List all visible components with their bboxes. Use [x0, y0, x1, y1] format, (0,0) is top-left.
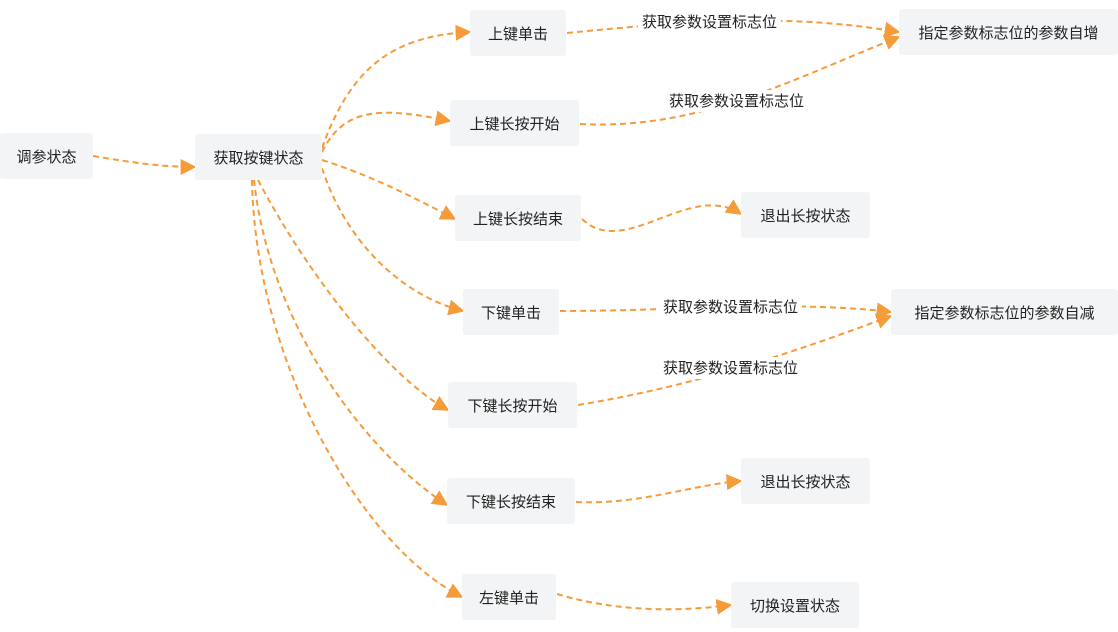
- node-get-key-state[interactable]: 获取按键状态: [195, 134, 322, 180]
- edge-label-down-long: 获取参数设置标志位: [659, 357, 803, 379]
- node-left-key-click[interactable]: 左键单击: [462, 574, 556, 620]
- node-up-key-long-start[interactable]: 上键长按开始: [450, 100, 579, 146]
- node-exit-long-press-2[interactable]: 退出长按状态: [741, 458, 870, 504]
- node-tiaocan-state[interactable]: 调参状态: [0, 133, 93, 179]
- node-exit-long-press-1[interactable]: 退出长按状态: [741, 192, 870, 238]
- edge-left-click-to-switch: [556, 593, 733, 615]
- node-param-decrement[interactable]: 指定参数标志位的参数自减: [891, 289, 1118, 335]
- edge-label-up-long: 获取参数设置标志位: [665, 90, 809, 112]
- edge-huoqu-to-up-long-end: [321, 159, 457, 220]
- node-down-key-long-start[interactable]: 下键长按开始: [448, 382, 577, 428]
- node-param-increment[interactable]: 指定参数标志位的参数自增: [899, 9, 1118, 55]
- edge-up-long-end-to-exit-1: [581, 199, 743, 232]
- node-switch-setting-state[interactable]: 切换设置状态: [731, 582, 859, 628]
- node-up-key-click[interactable]: 上键单击: [470, 10, 566, 56]
- edge-huoqu-to-left-click: [251, 179, 464, 598]
- edge-label-up-click: 获取参数设置标志位: [638, 11, 782, 33]
- edge-huoqu-to-down-click: [321, 167, 465, 316]
- edge-tiaocan-to-huoqu: [92, 155, 197, 175]
- edge-up-long-start-to-param-inc: [579, 34, 901, 126]
- edge-huoqu-to-up-long-start: [321, 110, 452, 153]
- edge-huoqu-to-down-long-end: [253, 179, 449, 506]
- edge-huoqu-to-up-click: [321, 24, 472, 149]
- edge-label-down-click: 获取参数设置标志位: [659, 296, 803, 318]
- edge-down-long-end-to-exit-2: [575, 474, 743, 504]
- edge-huoqu-to-down-long-start: [257, 179, 450, 411]
- node-down-key-long-end[interactable]: 下键长按结束: [447, 478, 575, 524]
- node-down-key-click[interactable]: 下键单击: [463, 289, 559, 335]
- node-up-key-long-end[interactable]: 上键长按结束: [455, 195, 581, 241]
